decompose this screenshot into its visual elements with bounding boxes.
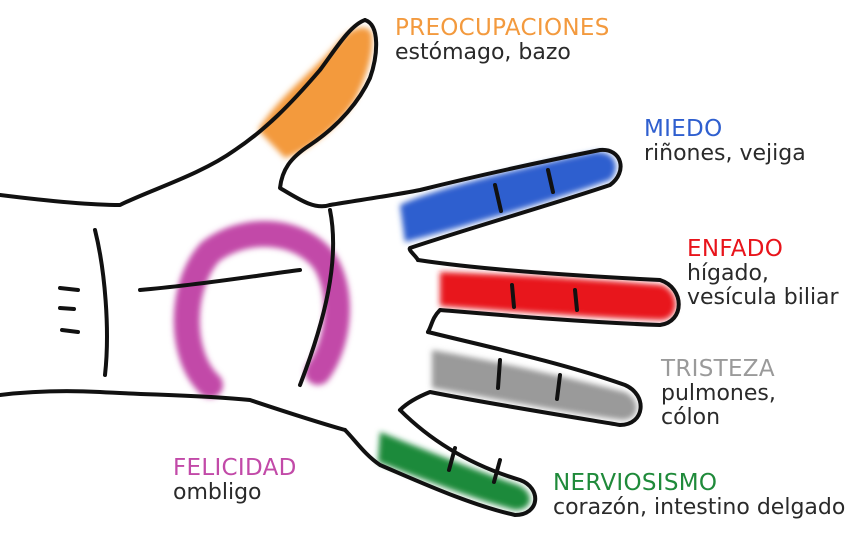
thumb-outline [278, 18, 379, 209]
emotion-felicidad: FELICIDAD [173, 455, 297, 481]
ring-finger-outline [398, 330, 643, 427]
emotion-preocupaciones: PREOCUPACIONES [395, 15, 610, 41]
thumb-zone-preocupaciones [258, 27, 373, 158]
emotion-enfado: ENFADO [687, 236, 784, 262]
organs-tristeza-line1: pulmones, [661, 381, 776, 407]
ring-zone-tristeza [432, 350, 637, 420]
hand-outline-wrist-bottom [0, 389, 347, 432]
organs-enfado-line1: hígado, [687, 261, 769, 287]
index-zone-miedo [400, 151, 616, 242]
palm-line [93, 228, 109, 377]
hand-outline-wrist-top [0, 18, 367, 207]
label-nerviosismo: NERVIOSISMO corazón, intestino delgado [553, 470, 846, 521]
palm-line [58, 286, 80, 334]
label-tristeza: TRISTEZA pulmones, cólon [661, 356, 776, 431]
middle-finger-outline [416, 258, 681, 334]
emotion-miedo: MIEDO [644, 116, 723, 142]
emotion-nerviosismo: NERVIOSISMO [553, 470, 718, 496]
knuckle-marks [447, 168, 579, 484]
label-miedo: MIEDO riñones, vejiga [644, 116, 806, 167]
label-enfado: ENFADO hígado, vesícula biliar [687, 236, 839, 311]
organs-tristeza-line2: cólon [661, 405, 721, 431]
little-zone-nerviosismo [378, 432, 530, 510]
organs-preocupaciones: estómago, bazo [395, 40, 571, 66]
little-finger-outline [343, 408, 538, 517]
label-felicidad: FELICIDAD ombligo [173, 455, 297, 506]
organs-enfado-line2: vesícula biliar [687, 285, 839, 311]
palm-line [298, 208, 336, 387]
label-preocupaciones: PREOCUPACIONES estómago, bazo [395, 15, 610, 66]
index-finger-outline [328, 147, 623, 262]
palm-line [138, 268, 302, 292]
organs-miedo: riñones, vejiga [644, 141, 806, 167]
organs-nerviosismo: corazón, intestino delgado [553, 495, 846, 521]
emotion-tristeza: TRISTEZA [661, 356, 775, 382]
middle-zone-enfado [440, 272, 676, 320]
organs-felicidad: ombligo [173, 480, 262, 506]
palm-circle-felicidad [173, 220, 350, 398]
